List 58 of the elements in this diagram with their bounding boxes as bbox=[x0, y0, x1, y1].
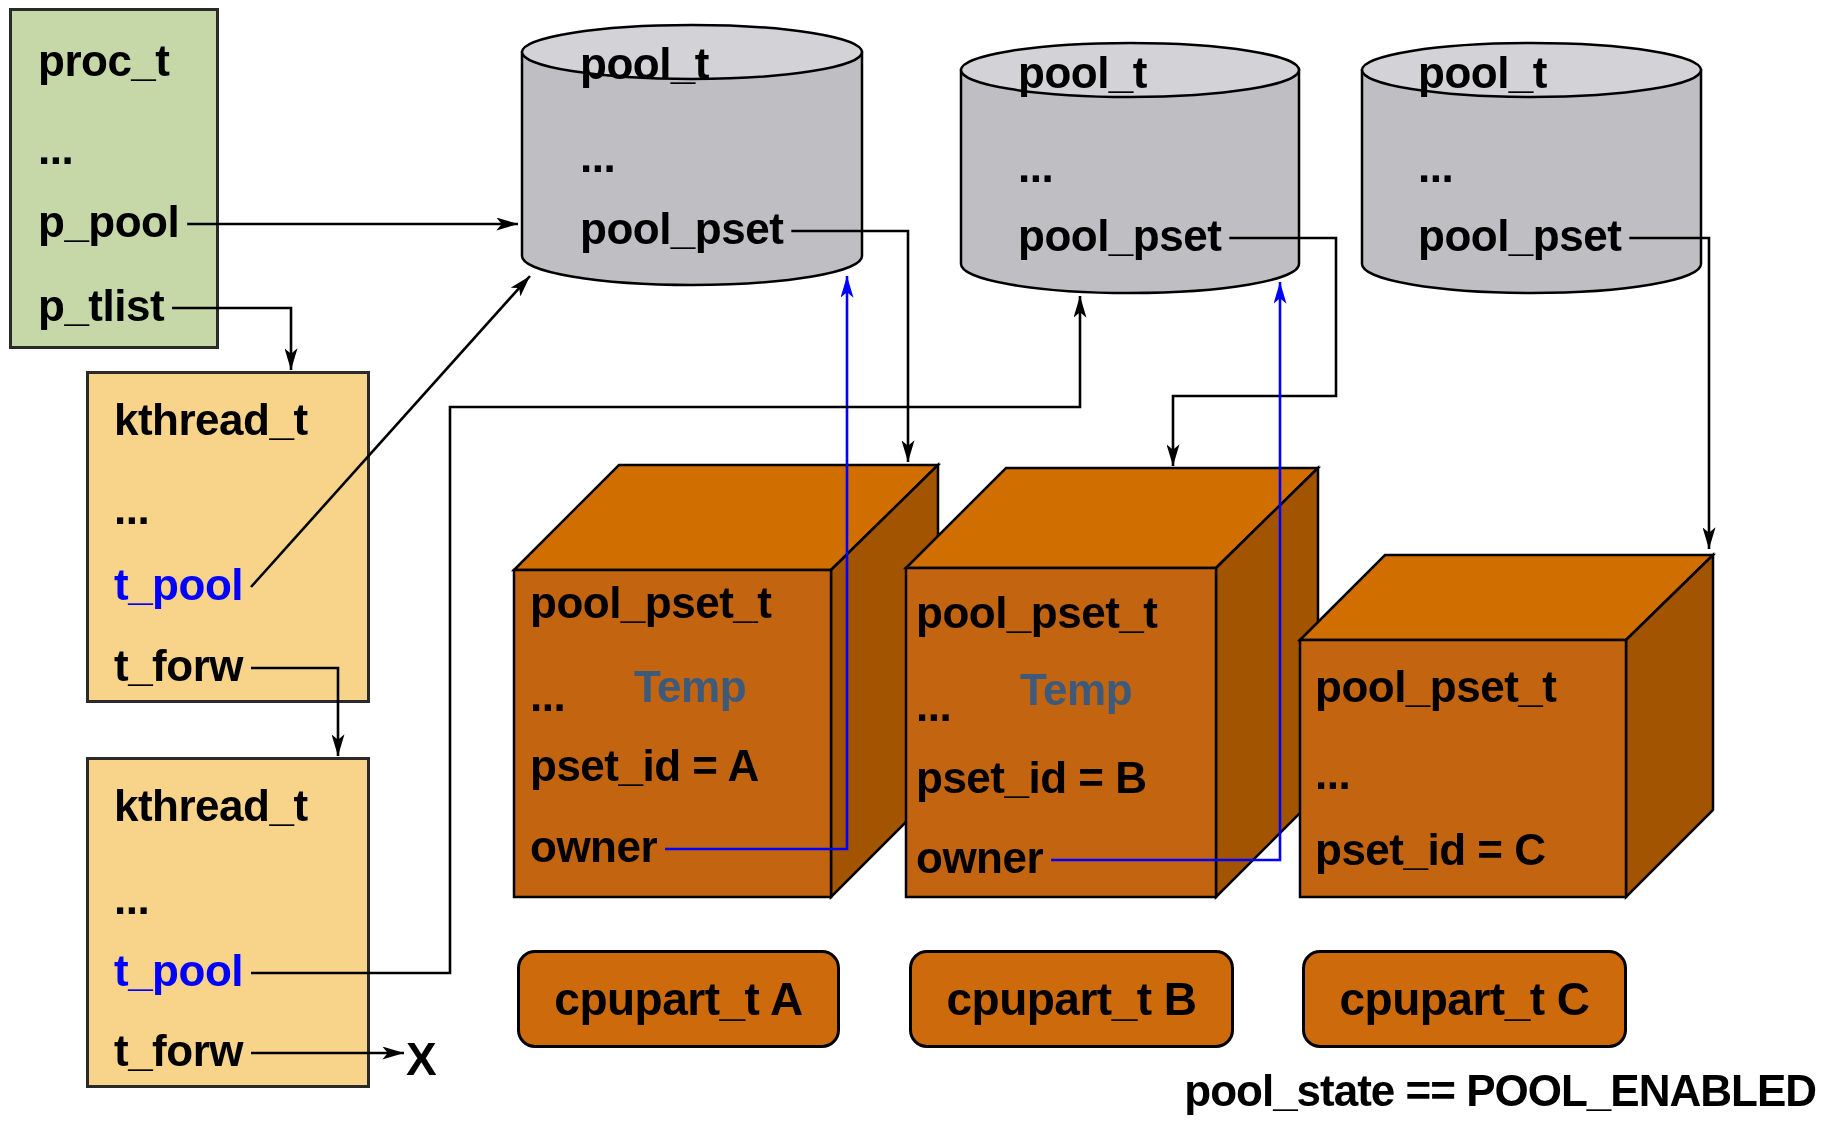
struct-box bbox=[9, 8, 219, 349]
ellipsis: ... bbox=[38, 123, 74, 175]
ellipsis: ... bbox=[1018, 141, 1054, 193]
struct-name: cpupart_t A bbox=[554, 972, 803, 1026]
field-name: owner bbox=[530, 820, 658, 874]
type-name: kthread_t bbox=[114, 394, 308, 446]
arrow bbox=[251, 296, 1087, 975]
arrow bbox=[251, 666, 345, 756]
arrow bbox=[665, 276, 854, 851]
arrow bbox=[1629, 236, 1716, 549]
struct-name: cpupart_t C bbox=[1339, 972, 1590, 1026]
struct-box bbox=[86, 371, 370, 703]
type-name: proc_t bbox=[38, 35, 170, 87]
pset-id-field: pset_id = A bbox=[530, 739, 759, 793]
type-name: kthread_t bbox=[114, 780, 308, 832]
pset-id-field: pset_id = B bbox=[916, 751, 1147, 805]
field-name: owner bbox=[916, 831, 1044, 885]
cpupart-box bbox=[517, 950, 840, 1048]
pset-id-field: pset_id = C bbox=[1315, 823, 1546, 877]
field-name: pool_pset bbox=[1418, 209, 1622, 263]
terminator-label: X bbox=[406, 1033, 437, 1085]
field-name: pool_pset bbox=[1018, 209, 1222, 263]
ellipsis: ... bbox=[916, 680, 952, 732]
arrow bbox=[251, 1046, 404, 1060]
type-name: pool_t bbox=[1418, 47, 1547, 99]
arrow bbox=[172, 306, 298, 370]
pool-cylinder bbox=[520, 23, 864, 285]
ellipsis: ... bbox=[1418, 141, 1454, 193]
type-name: pool_t bbox=[1018, 47, 1147, 99]
cpupart-box bbox=[909, 950, 1234, 1048]
ellipsis: ... bbox=[114, 483, 150, 535]
pool-cylinder bbox=[959, 41, 1301, 293]
field-name: p_tlist bbox=[38, 279, 165, 333]
field-name: pool_pset bbox=[580, 202, 784, 256]
temp-label: Temp bbox=[1020, 664, 1133, 716]
struct-box bbox=[86, 757, 370, 1088]
arrow bbox=[1051, 282, 1287, 862]
cpupart-box bbox=[1302, 950, 1627, 1048]
pool-cylinder bbox=[1360, 41, 1703, 293]
arrow bbox=[1166, 236, 1338, 466]
arrow bbox=[791, 229, 915, 462]
type-name: pool_pset_t bbox=[1315, 661, 1557, 713]
struct-name: cpupart_t B bbox=[946, 972, 1197, 1026]
field-name: p_pool bbox=[38, 195, 180, 249]
temp-label: Temp bbox=[634, 661, 747, 713]
type-name: pool_pset_t bbox=[916, 587, 1158, 639]
ellipsis: ... bbox=[530, 670, 566, 722]
arrow bbox=[250, 275, 531, 588]
ellipsis: ... bbox=[114, 873, 150, 925]
arrow bbox=[187, 217, 518, 231]
field-name: t_pool bbox=[114, 944, 243, 998]
state-note: pool_state == POOL_ENABLED bbox=[1184, 1065, 1816, 1117]
type-name: pool_pset_t bbox=[530, 577, 772, 629]
ellipsis: ... bbox=[580, 131, 616, 183]
ellipsis: ... bbox=[1315, 748, 1351, 800]
field-name: t_forw bbox=[114, 639, 243, 693]
field-name: t_forw bbox=[114, 1024, 243, 1078]
field-name: t_pool bbox=[114, 558, 243, 612]
